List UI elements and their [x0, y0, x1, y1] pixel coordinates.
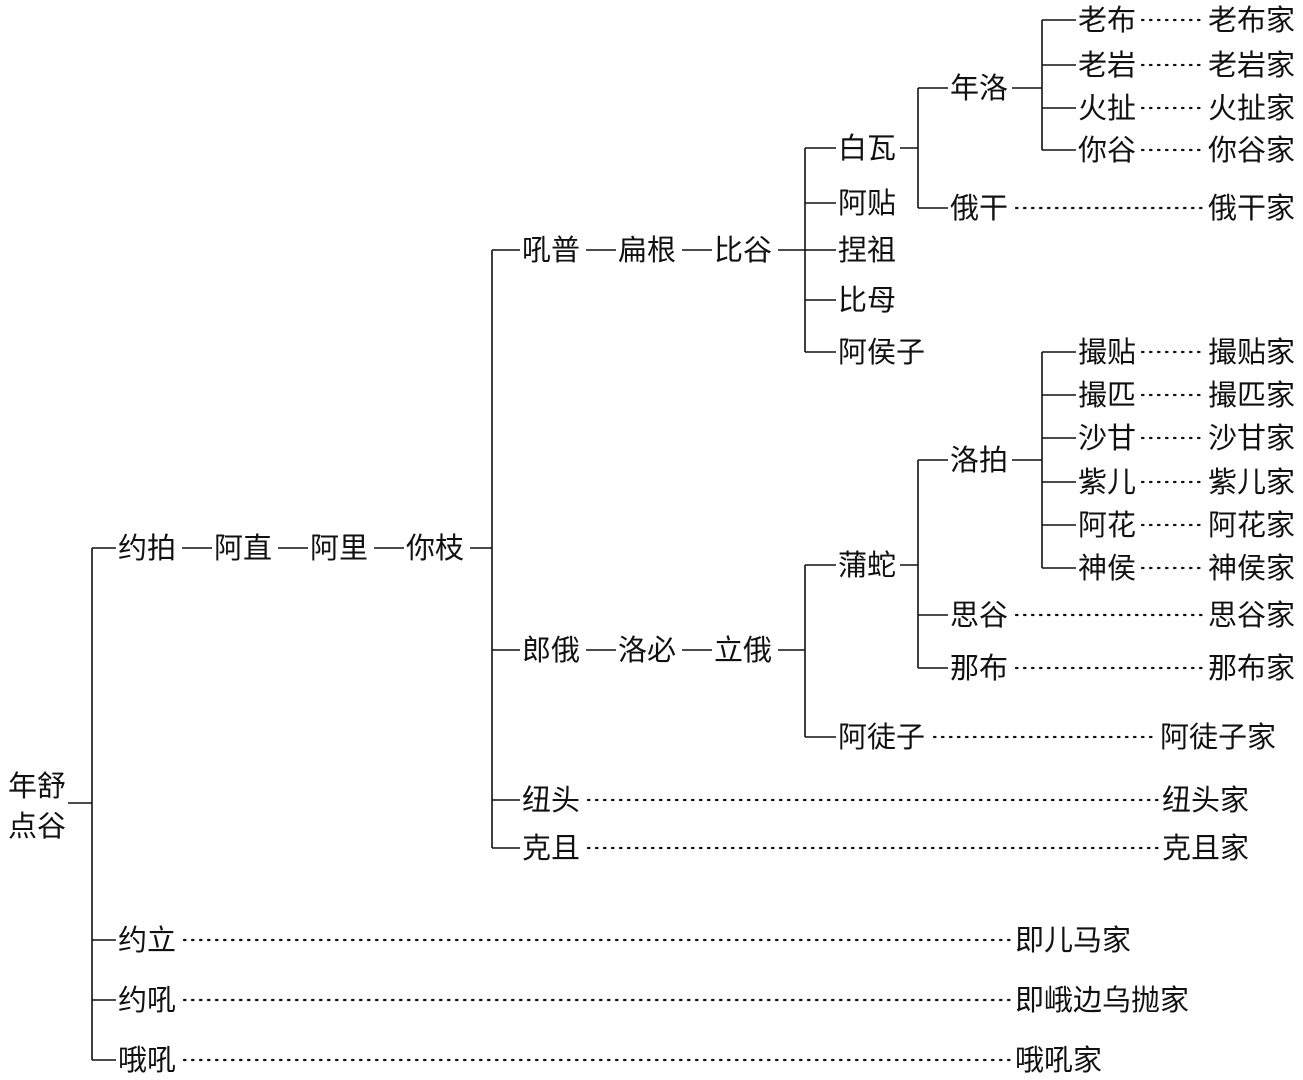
person-name: 洛拍	[950, 443, 1008, 477]
person-name: 阿里	[310, 531, 368, 565]
family-name: 哦吼家	[1015, 1043, 1102, 1077]
family-name: 即峨边乌抛家	[1015, 983, 1189, 1017]
family-name: 老布家	[1208, 3, 1295, 37]
person-name: 神侯	[1078, 551, 1136, 585]
root-node: 年舒 点谷	[8, 769, 92, 843]
person-name: 火扯	[1078, 91, 1136, 125]
person-name: 约立	[118, 923, 176, 957]
person-name: 阿侯子	[838, 335, 925, 369]
family-name: 阿花家	[1208, 508, 1295, 542]
family-name: 沙甘家	[1208, 421, 1295, 455]
person-name: 捏祖	[838, 233, 896, 267]
person-name: 你谷	[1078, 133, 1136, 167]
person-name: 阿直	[214, 531, 272, 565]
person-name: 克且	[522, 831, 580, 865]
person-name: 比谷	[714, 233, 772, 267]
person-name: 纽头	[522, 783, 580, 817]
family-name: 克且家	[1162, 831, 1249, 865]
person-name: 白瓦	[838, 131, 896, 165]
lineage-chain-houpu: 吼普 扁根 比谷	[522, 233, 805, 267]
person-name: 吼普	[522, 233, 580, 267]
person-name: 阿贴	[838, 186, 896, 220]
family-name: 紫儿家	[1208, 465, 1295, 499]
family-name: 俄干家	[1208, 191, 1295, 225]
family-name: 即儿马家	[1015, 923, 1131, 957]
family-name: 火扯家	[1208, 91, 1295, 125]
person-name: 阿花	[1078, 508, 1136, 542]
family-name: 撮贴家	[1208, 335, 1295, 369]
person-name: 约拍	[118, 531, 176, 565]
person-name: 比母	[838, 283, 896, 317]
person-name: 年洛	[950, 71, 1008, 105]
family-name: 撮匹家	[1208, 378, 1295, 412]
family-name: 思谷家	[1208, 598, 1295, 632]
person-name: 哦吼	[118, 1043, 176, 1077]
person-name: 那布	[950, 651, 1008, 685]
person-name: 你枝	[406, 531, 464, 565]
person-name: 撮贴	[1078, 335, 1136, 369]
lineage-chain-yuepai: 约拍 阿直 阿里 你枝	[118, 531, 492, 565]
family-name: 神侯家	[1208, 551, 1295, 585]
person-name: 紫儿	[1078, 465, 1136, 499]
lineage-chain-lange: 郎俄 洛必 立俄	[522, 633, 805, 667]
person-name: 立俄	[714, 633, 772, 667]
person-name: 沙甘	[1078, 421, 1136, 455]
family-name: 阿徒子家	[1160, 720, 1276, 754]
person-name: 约吼	[118, 983, 176, 1017]
root-name-line1: 年舒	[8, 769, 66, 803]
family-name: 纽头家	[1162, 783, 1249, 817]
family-name: 老岩家	[1208, 48, 1295, 82]
family-name: 那布家	[1208, 651, 1295, 685]
person-name: 郎俄	[522, 633, 580, 667]
person-name: 扁根	[618, 233, 676, 267]
person-name: 蒲蛇	[838, 548, 896, 582]
person-name: 撮匹	[1078, 378, 1136, 412]
person-name: 俄干	[950, 191, 1008, 225]
person-name: 阿徒子	[838, 720, 925, 754]
person-name: 思谷	[950, 598, 1008, 632]
person-name: 老布	[1078, 3, 1136, 37]
family-name: 你谷家	[1208, 133, 1295, 167]
root-name-line2: 点谷	[8, 809, 66, 843]
person-name: 老岩	[1078, 48, 1136, 82]
person-name: 洛必	[618, 633, 676, 667]
